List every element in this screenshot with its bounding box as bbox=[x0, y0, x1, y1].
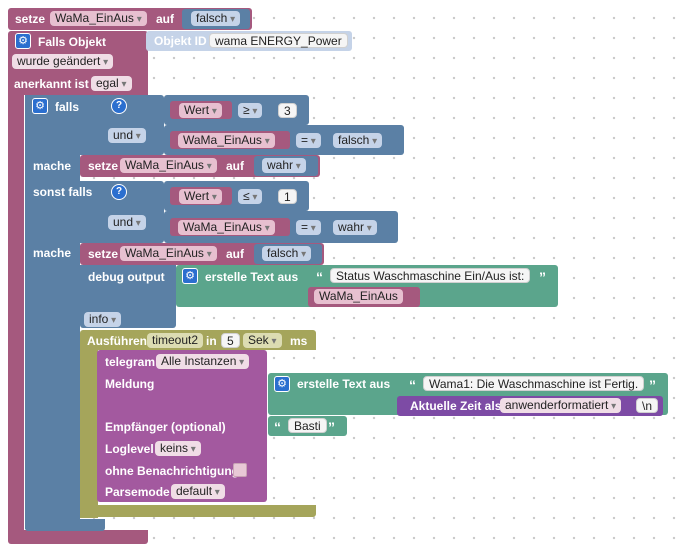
telegram-label: telegram bbox=[105, 355, 156, 369]
and1-question-mark-icon[interactable]: ? bbox=[111, 98, 127, 114]
cond3-var-dropdown[interactable]: Wert bbox=[179, 189, 222, 204]
timeout-in-label: in bbox=[206, 334, 217, 348]
msg-string-input[interactable]: Wama1: Die Waschmaschine ist Fertig. bbox=[423, 376, 645, 391]
if-block-mache2-row bbox=[25, 243, 80, 529]
and1-op-dropdown[interactable]: und bbox=[108, 128, 146, 143]
time-format-dropdown[interactable]: anwenderformatiert bbox=[500, 398, 622, 413]
recipient-close-quote: ” bbox=[328, 419, 335, 435]
telegram-instance-dropdown[interactable]: Alle Instanzen bbox=[156, 354, 250, 369]
if-block-footer bbox=[25, 519, 105, 531]
trigger-ack-label: anerkannt ist bbox=[14, 77, 89, 91]
debug-var-field[interactable]: WaMa_EinAus bbox=[314, 289, 403, 304]
cond1-op-dropdown[interactable]: ≥ bbox=[238, 103, 263, 118]
msg-create-text-label: erstelle Text aus bbox=[297, 377, 391, 391]
cond4-var-dropdown[interactable]: WaMa_EinAus bbox=[178, 220, 275, 235]
trigger-block-spine bbox=[8, 90, 24, 540]
set2-value-dropdown[interactable]: falsch bbox=[262, 246, 312, 261]
cond4-op-dropdown[interactable]: = bbox=[296, 220, 321, 235]
debug-string-input[interactable]: Status Waschmaschine Ein/Aus ist: bbox=[330, 268, 531, 283]
cond2-op-dropdown[interactable]: = bbox=[296, 133, 321, 148]
recipient-input[interactable]: Basti bbox=[288, 418, 327, 433]
time-label: Aktuelle Zeit als bbox=[410, 399, 502, 413]
debug-create-text-label: erstelle Text aus bbox=[205, 270, 299, 284]
debug-text-gear-icon[interactable]: ⚙ bbox=[182, 268, 198, 284]
cond3-op-dropdown[interactable]: ≤ bbox=[238, 189, 263, 204]
and2-op-dropdown[interactable]: und bbox=[108, 215, 146, 230]
and2-question-mark-icon[interactable]: ? bbox=[111, 184, 127, 200]
timeout-num-input[interactable]: 5 bbox=[221, 333, 240, 348]
trigger-ack-dropdown[interactable]: egal bbox=[91, 76, 132, 91]
set2-var-dropdown[interactable]: WaMa_EinAus bbox=[120, 246, 217, 261]
telegram-parsemode-label: Parsemode bbox=[105, 485, 170, 499]
cond4-val-dropdown[interactable]: wahr bbox=[333, 220, 377, 235]
top-set-to: auf bbox=[156, 12, 174, 26]
cond1-num-input[interactable]: 3 bbox=[278, 103, 297, 118]
telegram-silent-label: ohne Benachrichtigung bbox=[105, 464, 240, 478]
debug-output-label: debug output bbox=[88, 270, 165, 284]
timeout-block-spine bbox=[80, 350, 98, 518]
debug-string-open-quote: “ bbox=[316, 269, 323, 285]
set2-to: auf bbox=[226, 247, 244, 261]
telegram-recipient-label: Empfänger (optional) bbox=[105, 420, 226, 434]
if-gear-icon[interactable]: ⚙ bbox=[32, 98, 48, 114]
timeout-name-input[interactable]: timeout2 bbox=[147, 333, 204, 348]
telegram-silent-checkbox[interactable] bbox=[233, 463, 247, 477]
top-set-value-dropdown[interactable]: falsch bbox=[191, 11, 241, 26]
set1-to: auf bbox=[226, 159, 244, 173]
if-mache2-label: mache bbox=[33, 246, 72, 260]
trigger-block-footer bbox=[8, 530, 148, 544]
time-newline-input[interactable]: \n bbox=[636, 398, 659, 413]
timeout-run-label: Ausführen bbox=[87, 334, 147, 348]
cond2-val-dropdown[interactable]: falsch bbox=[333, 133, 383, 148]
if-mache1-label: mache bbox=[33, 159, 72, 173]
telegram-loglevel-dropdown[interactable]: keins bbox=[155, 441, 201, 456]
if-block-mache1-row bbox=[25, 155, 80, 181]
debug-string-close-quote: ” bbox=[539, 269, 546, 285]
debug-level-dropdown[interactable]: info bbox=[84, 312, 122, 327]
telegram-loglevel-label: Loglevel bbox=[105, 442, 154, 456]
if-falls-label: falls bbox=[55, 100, 80, 114]
timeout-unit-dropdown[interactable]: Sek bbox=[243, 333, 282, 348]
timeout-ms-label: ms bbox=[290, 334, 308, 348]
set1-var-dropdown[interactable]: WaMa_EinAus bbox=[120, 158, 217, 173]
timeout-block-footer bbox=[80, 505, 316, 517]
telegram-meldung-label: Meldung bbox=[105, 377, 155, 391]
trigger-title: Falls Objekt bbox=[38, 35, 107, 49]
top-set-var-dropdown[interactable]: WaMa_EinAus bbox=[50, 11, 147, 26]
set1-value-dropdown[interactable]: wahr bbox=[262, 158, 306, 173]
cond3-num-input[interactable]: 1 bbox=[278, 189, 297, 204]
cond1-var-dropdown[interactable]: Wert bbox=[179, 103, 222, 118]
top-set-keyword: setze bbox=[15, 12, 46, 26]
telegram-parsemode-dropdown[interactable]: default bbox=[171, 484, 225, 499]
objekt-id-label: Objekt ID bbox=[154, 34, 207, 48]
set2-keyword: setze bbox=[88, 247, 119, 261]
msg-string-open-quote: “ bbox=[409, 377, 416, 393]
objekt-id-input[interactable]: wama ENERGY_Power bbox=[209, 33, 348, 48]
recipient-open-quote: “ bbox=[274, 419, 281, 435]
set1-keyword: setze bbox=[88, 159, 119, 173]
msg-text-gear-icon[interactable]: ⚙ bbox=[274, 376, 290, 392]
cond2-var-dropdown[interactable]: WaMa_EinAus bbox=[178, 133, 275, 148]
trigger-changed-dropdown[interactable]: wurde geändert bbox=[12, 54, 114, 69]
if-sonst-label: sonst falls bbox=[33, 185, 93, 199]
trigger-gear-icon[interactable]: ⚙ bbox=[15, 33, 31, 49]
msg-string-close-quote: ” bbox=[649, 377, 656, 393]
